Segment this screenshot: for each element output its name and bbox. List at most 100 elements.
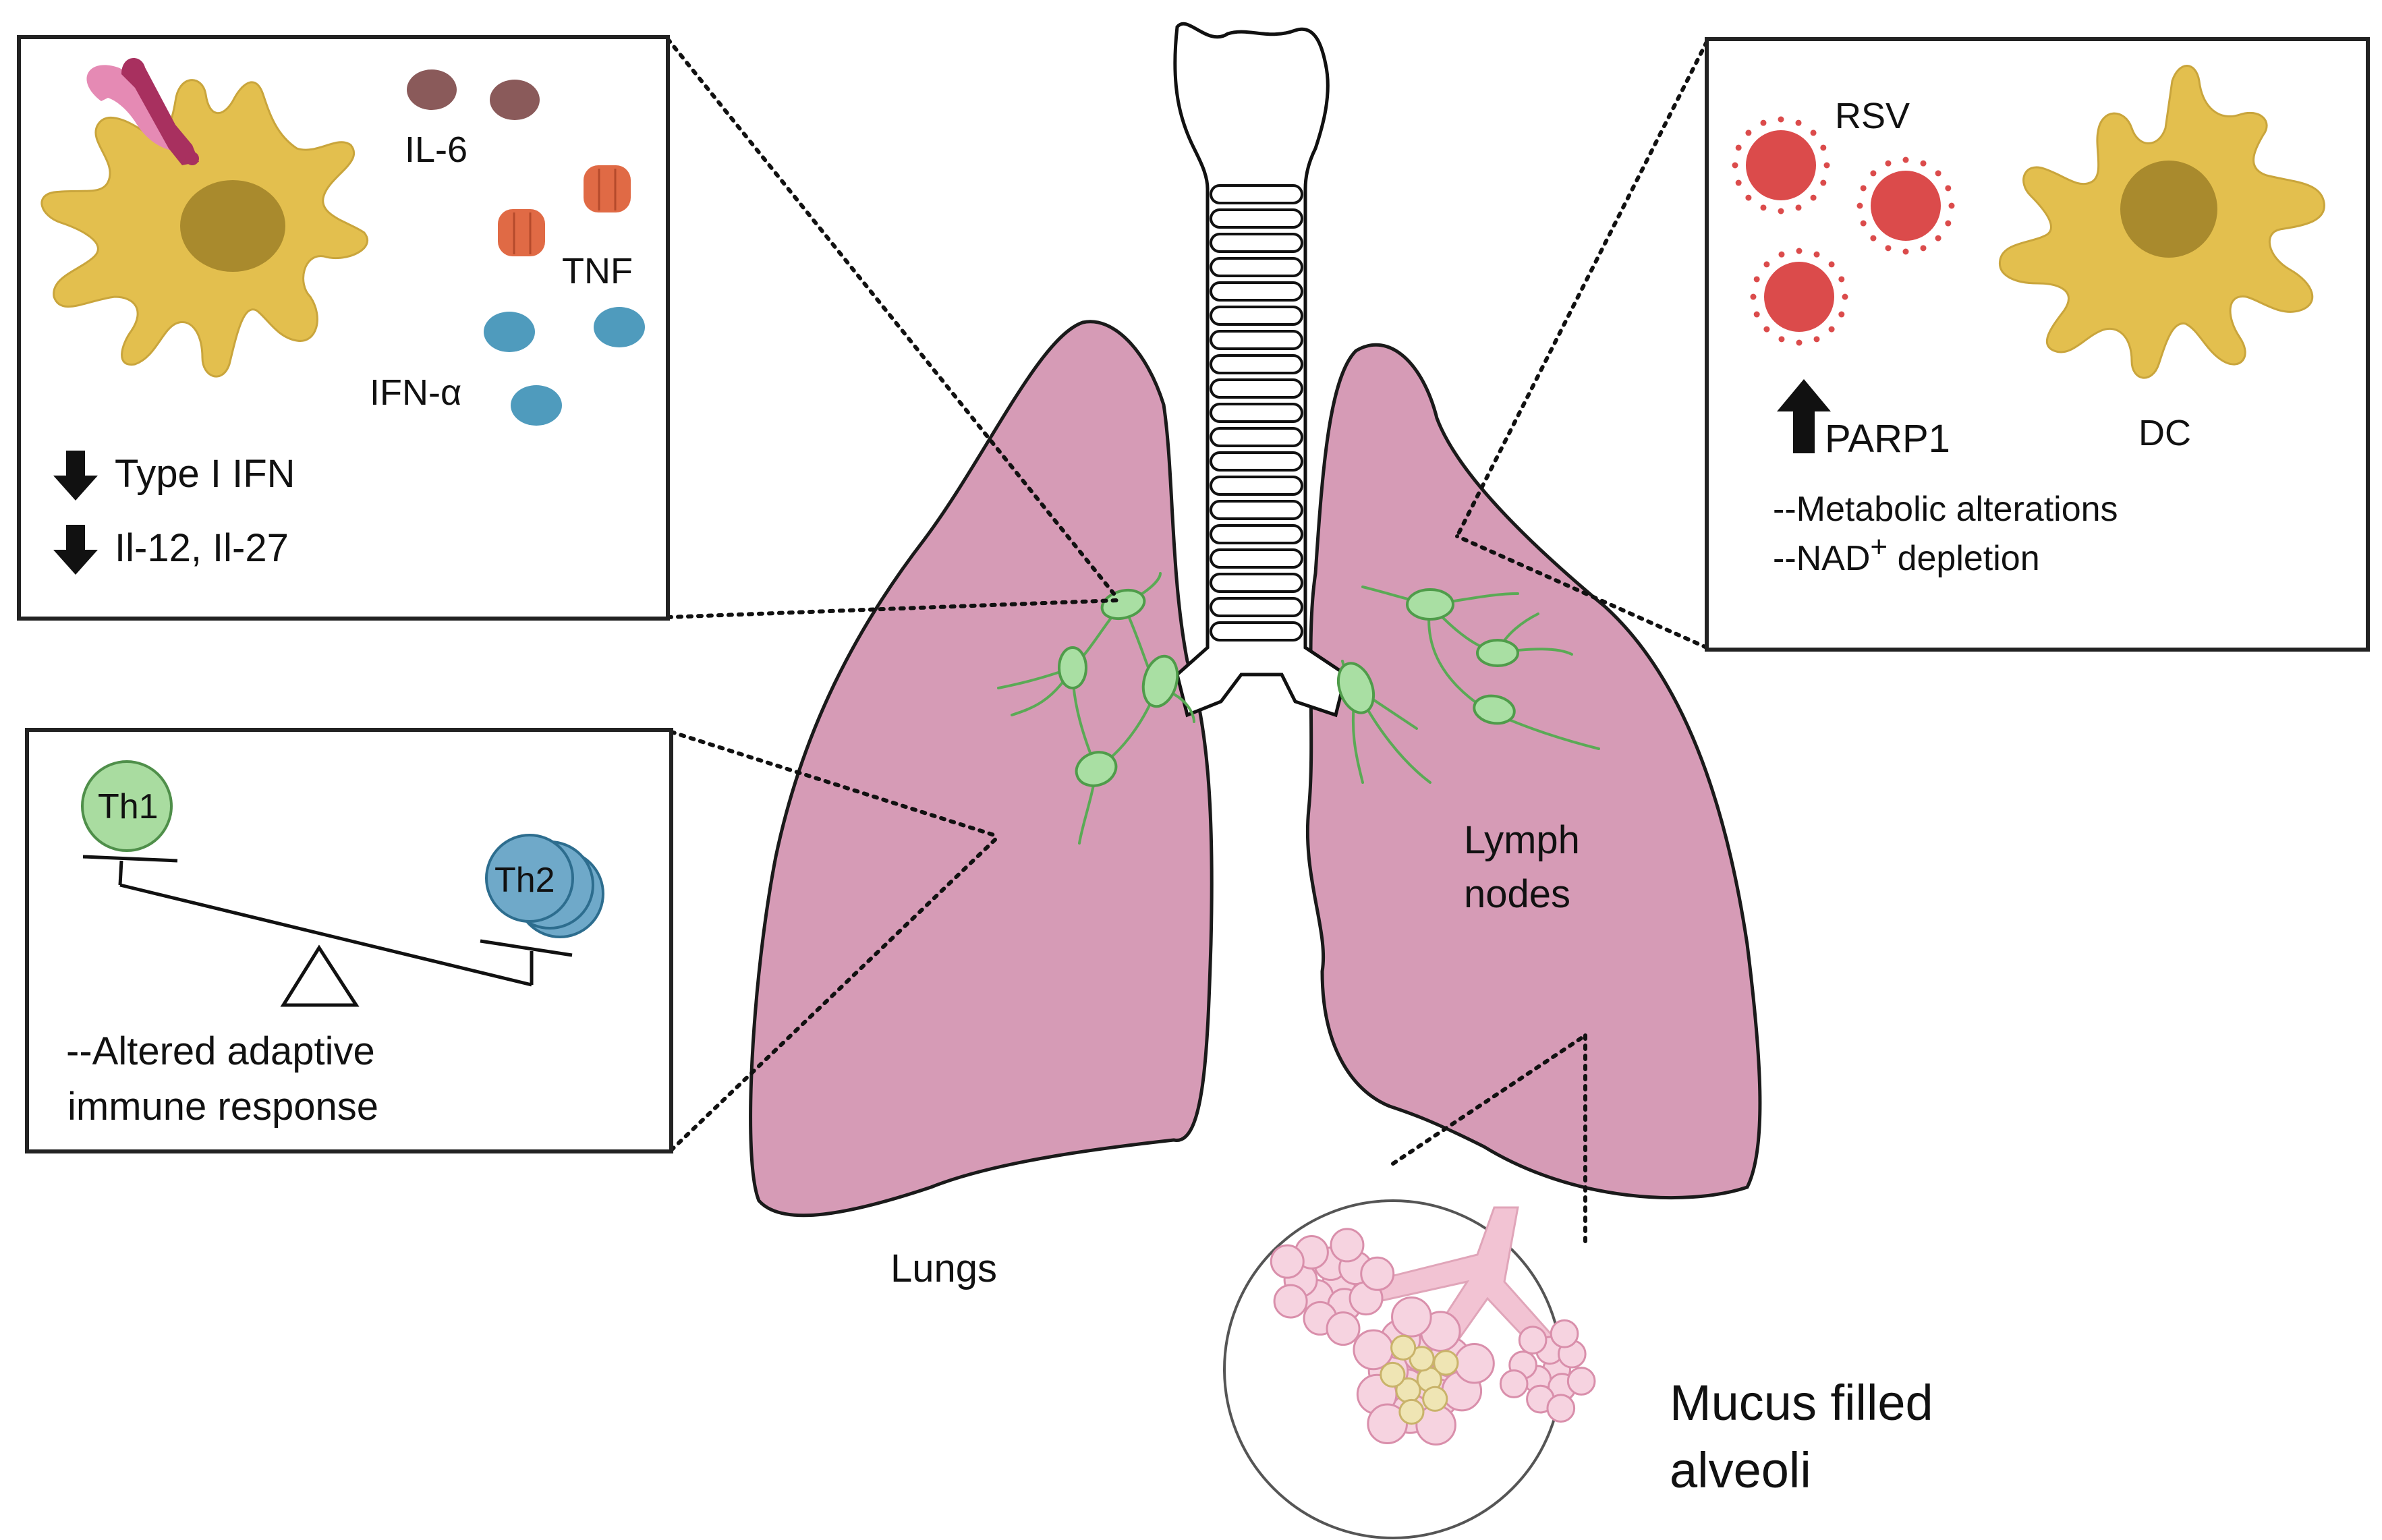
- tnf-label: TNF: [562, 251, 633, 291]
- th2-cells: [485, 834, 604, 938]
- metabolic-alterations-label: --Metabolic alterations: [1773, 490, 2118, 529]
- tracheal-ring: [1210, 403, 1303, 423]
- rsv-spike: [1753, 276, 1760, 283]
- rsv-spike: [1902, 248, 1909, 255]
- tracheal-rings: [1210, 184, 1303, 641]
- alveolus: [1330, 1228, 1365, 1263]
- lymph-node: [1100, 588, 1146, 621]
- left-lung: [749, 320, 1214, 1218]
- th1-label: Th1: [98, 787, 159, 826]
- alveolus: [1391, 1296, 1432, 1338]
- dendritic-cell-icon: [1999, 65, 2325, 379]
- tracheal-ring: [1210, 184, 1303, 204]
- rsv-spike: [1810, 130, 1817, 136]
- alveolus: [1360, 1256, 1395, 1291]
- receptor-binding-icon: [86, 58, 199, 165]
- rsv-spike: [1795, 119, 1802, 126]
- rsv-label: RSV: [1835, 96, 1910, 136]
- th2-label: Th2: [494, 861, 555, 900]
- trachea: [1173, 22, 1348, 718]
- lymph-nodes-label-2: nodes: [1464, 872, 1570, 916]
- panel-th-balance: Th1 Th2 --Altered adaptive immune respon…: [25, 728, 673, 1153]
- tracheal-ring: [1210, 233, 1303, 253]
- alveolus: [1518, 1325, 1548, 1354]
- panel-dc-cytokines: IL-6 TNF IFN-α Type I IFN Il-12, Il-27: [17, 35, 670, 621]
- tracheal-ring: [1210, 306, 1303, 326]
- tracheal-ring: [1210, 451, 1303, 472]
- tracheal-ring: [1210, 573, 1303, 593]
- dendritic-cell-icon: [40, 79, 368, 378]
- lymph-node: [1075, 751, 1118, 787]
- tracheal-ring: [1210, 281, 1303, 302]
- rsv-spike: [1856, 202, 1863, 209]
- rsv-spike: [1795, 204, 1802, 211]
- alveoli-zoom: [1223, 1199, 1596, 1539]
- rsv-spike: [1810, 194, 1817, 201]
- parp1-label: PARP1: [1825, 417, 1950, 461]
- rsv-spike: [1860, 185, 1867, 192]
- rsv-spike: [1745, 130, 1752, 136]
- rsv-spike: [1778, 116, 1784, 123]
- rsv-virion: [1871, 171, 1941, 241]
- dc-label: DC: [2138, 413, 2191, 453]
- rsv-spike: [1760, 119, 1767, 126]
- rsv-spike: [1838, 276, 1845, 283]
- alveolus: [1566, 1367, 1596, 1396]
- rsv-spike: [1885, 245, 1892, 252]
- rsv-spike: [1813, 336, 1820, 343]
- alveolus: [1546, 1394, 1576, 1423]
- rsv-spike: [1945, 220, 1952, 227]
- rsv-spike: [1796, 248, 1803, 254]
- rsv-spike: [1838, 311, 1845, 318]
- alveolus: [1433, 1350, 1459, 1376]
- rsv-virion: [1764, 262, 1834, 332]
- rsv-spike: [1735, 179, 1742, 186]
- altered-adaptive-line2: immune response: [67, 1085, 378, 1129]
- lymph-node: [1141, 654, 1179, 708]
- ifn-alpha-particles-icon: [484, 307, 645, 426]
- alveolus: [1550, 1319, 1579, 1348]
- tracheal-ring: [1210, 354, 1303, 374]
- alveolus: [1326, 1311, 1361, 1346]
- alveolus: [1390, 1334, 1417, 1361]
- rsv-spike: [1763, 261, 1770, 268]
- rsv-spike: [1750, 293, 1757, 300]
- alveolus: [1380, 1361, 1406, 1388]
- lymph-node: [1406, 588, 1454, 621]
- rsv-spike: [1920, 245, 1927, 252]
- rsv-spike: [1885, 160, 1892, 167]
- zoom-connectors: [666, 37, 1709, 1247]
- lungs-label: Lungs: [890, 1247, 997, 1290]
- rsv-virion: [1746, 130, 1816, 200]
- rsv-spike: [1948, 202, 1955, 209]
- rsv-spike: [1828, 261, 1835, 268]
- lungs-illustration: [749, 22, 1762, 1218]
- il6-particles-icon: [407, 69, 540, 120]
- lymph-network-left: [997, 572, 1195, 845]
- panel-rsv-dc: RSV PARP1 DC --Metabolic alterations --N…: [1705, 37, 2370, 652]
- il6-label: IL-6: [405, 130, 467, 170]
- tracheal-ring: [1210, 621, 1303, 641]
- rsv-spike: [1763, 326, 1770, 333]
- alveolus: [1398, 1398, 1425, 1425]
- down-arrow-icon: [53, 525, 98, 575]
- rsv-spike: [1945, 185, 1952, 192]
- tnf-particles-icon: [498, 165, 631, 256]
- mucus-alveoli-label-2: alveoli: [1670, 1442, 1811, 1498]
- alveolus: [1499, 1369, 1529, 1398]
- rsv-spike: [1842, 293, 1848, 300]
- tracheal-ring: [1210, 597, 1303, 617]
- rsv-spike: [1860, 220, 1867, 227]
- lymph-nodes-label-1: Lymph: [1464, 818, 1580, 862]
- lymph-node: [1476, 639, 1519, 667]
- altered-adaptive-line1: --Altered adaptive: [66, 1029, 375, 1073]
- tracheal-ring: [1210, 427, 1303, 447]
- type1-ifn-label: Type I IFN: [115, 452, 295, 496]
- il12-il27-label: Il-12, Il-27: [115, 526, 289, 570]
- alveolar-sacs: [1270, 1228, 1596, 1446]
- nad-depletion-label: --NAD+ depletion: [1773, 530, 2040, 578]
- rsv-spike: [1828, 326, 1835, 333]
- lymph-node: [1058, 646, 1087, 689]
- rsv-spike: [1778, 336, 1785, 343]
